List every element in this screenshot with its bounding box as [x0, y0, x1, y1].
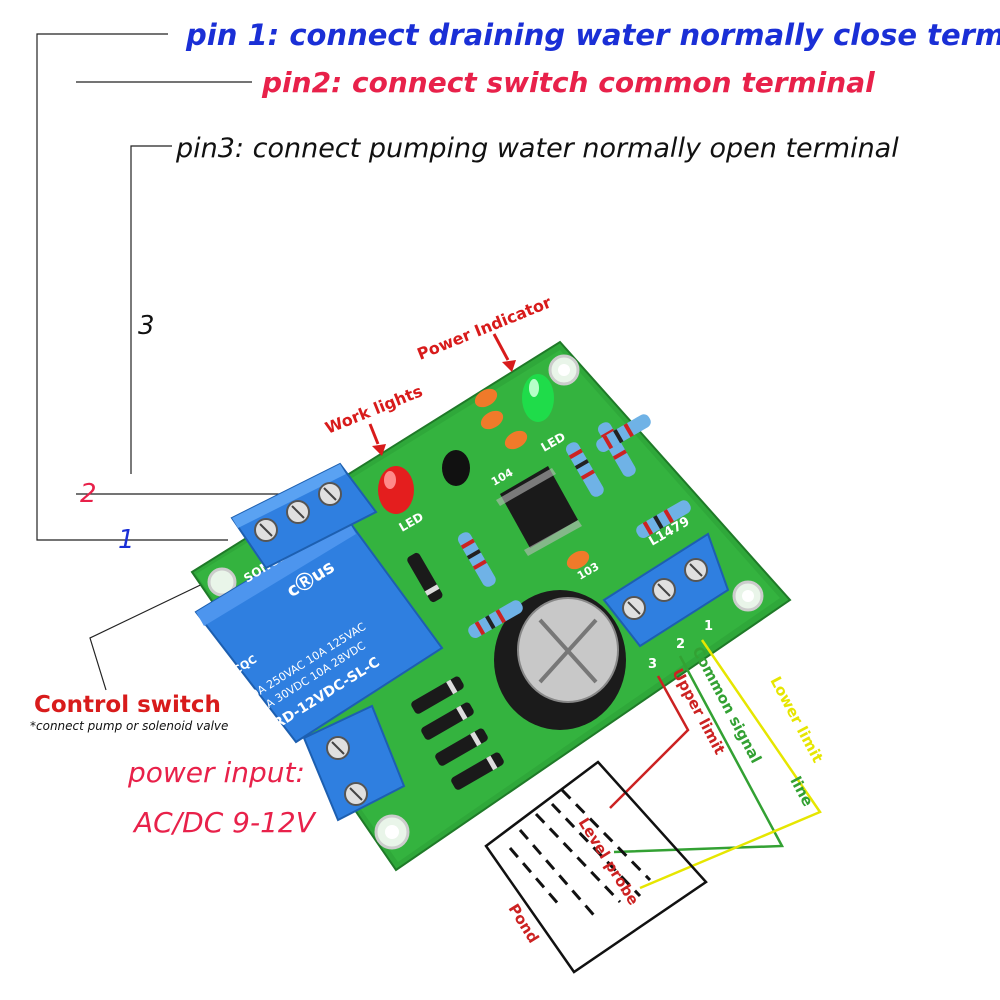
lower-limit-label: Lower limit — [766, 673, 826, 765]
pond-vessel — [484, 760, 708, 974]
pin1-number: 1 — [118, 525, 135, 555]
pin1-label: pin 1: connect draining water normally c… — [185, 18, 1000, 52]
wire-lower-limit — [639, 639, 822, 890]
terminal-num-2: 2 — [676, 637, 685, 652]
terminal-screw — [344, 782, 368, 806]
relay: SONGLE cⓇus CQC 10A 250VAC 10A 125VAC 10… — [194, 518, 444, 744]
mounting-hole — [732, 580, 764, 612]
green-led — [522, 374, 554, 422]
ic-chip — [496, 466, 582, 556]
diodes — [407, 552, 504, 790]
power-indicator-arrow — [492, 333, 516, 372]
control-switch-label: Control switch — [34, 692, 221, 718]
control-switch-leader — [89, 565, 241, 691]
terminal-screw — [326, 736, 350, 760]
common-signal-line-label: line — [786, 773, 817, 809]
power-range-label: AC/DC 9-12V — [132, 806, 317, 839]
ceramic-capacitors — [474, 388, 590, 570]
work-lights-arrow — [368, 423, 386, 456]
resistors — [458, 414, 691, 638]
terminal-screw — [286, 500, 310, 524]
terminal-screw — [254, 518, 278, 542]
power-input-label: power input: — [127, 756, 305, 789]
pin3-number: 3 — [138, 311, 155, 341]
terminal-num-3: 3 — [648, 657, 657, 672]
terminal-screw — [622, 596, 646, 620]
work-lights-label: Work lights — [322, 381, 425, 437]
power-terminal-block — [302, 704, 406, 822]
probe-terminal-block: 3 2 1 — [602, 532, 730, 672]
terminal-screw — [684, 558, 708, 582]
pin2-label: pin2: connect switch common terminal — [261, 66, 875, 99]
control-terminal-block — [230, 462, 378, 570]
mounting-hole — [207, 567, 237, 597]
pond-label: Pond — [505, 901, 543, 947]
electrolytic-capacitor — [494, 590, 626, 730]
mounting-hole — [548, 354, 580, 386]
pond-water-lines — [508, 788, 652, 921]
pin3-leader-line — [130, 145, 172, 474]
red-led — [378, 466, 414, 514]
terminal-num-1: 1 — [704, 619, 713, 634]
transistor — [442, 450, 470, 486]
mounting-hole — [374, 814, 410, 850]
pin2-number: 2 — [80, 479, 97, 509]
pin2-leader-line — [76, 81, 290, 495]
pin3-label: pin3: connect pumping water normally ope… — [175, 133, 899, 164]
pin1-leader-line — [36, 33, 228, 541]
wire-common-signal — [613, 655, 785, 854]
terminal-screw — [652, 578, 676, 602]
terminal-screw — [318, 482, 342, 506]
control-switch-note: *connect pump or solenoid valve — [30, 719, 228, 733]
wire-upper-limit — [609, 675, 690, 809]
power-indicator-label: Power Indicator — [414, 293, 554, 364]
